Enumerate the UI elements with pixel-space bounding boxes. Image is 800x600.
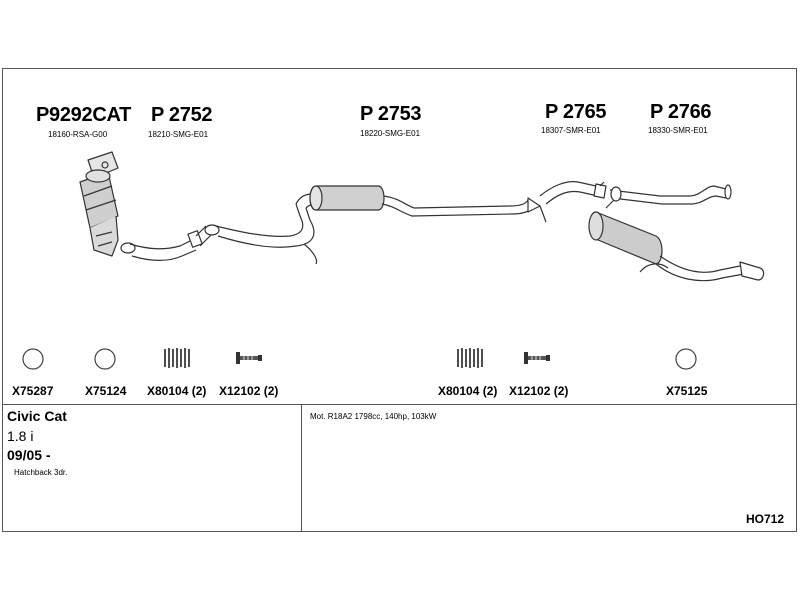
rear-pipe-part (539, 181, 607, 205)
diagram-frame (2, 68, 797, 532)
bolt-icon[interactable] (232, 350, 268, 366)
rear-silencer-part (588, 184, 765, 282)
part-ref-rear-pipe: 18307-SMR-E01 (541, 126, 601, 135)
accessory-label: X75124 (85, 384, 127, 398)
vertical-divider (301, 404, 302, 532)
accessory-label: X80104 (2) (147, 384, 207, 398)
part-code-catalyst[interactable]: P9292CAT (36, 104, 132, 126)
part-ref-front-pipe: 18210-SMG-E01 (148, 130, 209, 139)
accessory-label: X12102 (2) (219, 384, 279, 398)
bolt-icon[interactable] (520, 350, 556, 366)
catalyst-part (79, 151, 119, 257)
ring-gasket-icon[interactable] (673, 346, 699, 372)
accessory-label: X12102 (2) (509, 384, 569, 398)
front-pipe-part (120, 224, 220, 262)
vehicle-model: Civic Cat (7, 408, 67, 424)
vehicle-date: 09/05 - (7, 447, 51, 463)
accessory-label: X75287 (12, 384, 54, 398)
vehicle-body: Hatchback 3dr. (14, 468, 68, 477)
accessory-label: X75125 (666, 384, 708, 398)
center-silencer-part (215, 185, 547, 265)
ring-gasket-icon[interactable] (20, 346, 46, 372)
part-code-center-silencer[interactable]: P 2753 (360, 103, 422, 125)
part-code-rear-silencer[interactable]: P 2766 (650, 101, 712, 123)
spring-icon[interactable] (455, 346, 485, 370)
vehicle-engine-size: 1.8 i (7, 428, 34, 444)
part-ref-catalyst: 18160-RSA-G00 (48, 130, 108, 139)
accessory-label: X80104 (2) (438, 384, 498, 398)
part-code-front-pipe[interactable]: P 2752 (151, 104, 213, 126)
spring-icon[interactable] (162, 346, 192, 370)
horizontal-divider (2, 404, 797, 405)
part-ref-rear-silencer: 18330-SMR-E01 (648, 126, 708, 135)
ring-gasket-icon[interactable] (92, 346, 118, 372)
part-ref-center-silencer: 18220-SMG-E01 (360, 129, 421, 138)
diagram-code: HO712 (746, 512, 785, 526)
part-code-rear-pipe[interactable]: P 2765 (545, 101, 607, 123)
engine-info: Mot. R18A2 1798cc, 140hp, 103kW (310, 412, 437, 421)
